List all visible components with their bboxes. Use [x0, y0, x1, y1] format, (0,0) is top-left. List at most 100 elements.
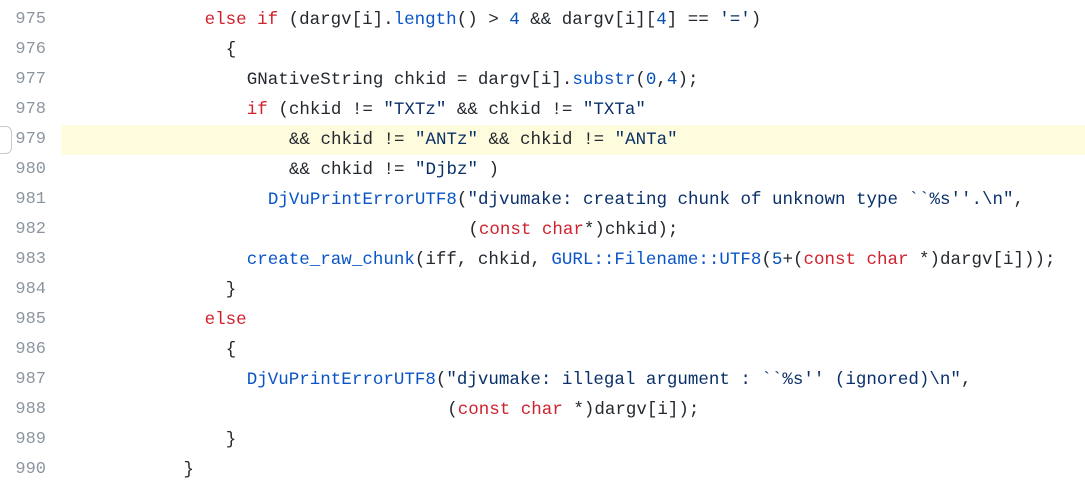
code-token: else — [204, 10, 247, 30]
code-token: substr — [572, 70, 636, 90]
code-token: const — [478, 220, 532, 240]
line-number: 984 — [15, 280, 46, 299]
code-text: } — [184, 455, 195, 485]
code-token: *)chkid); — [583, 220, 679, 240]
line-number: 987 — [15, 370, 46, 389]
code-token: create_raw_chunk — [246, 250, 415, 270]
code-token: 0 — [645, 70, 657, 90]
code-token: "TXTa" — [582, 100, 646, 120]
code-token: , — [1013, 190, 1025, 210]
code-token: (iff, chkid, — [414, 250, 552, 270]
code-text: } — [226, 425, 237, 455]
code-token: (chkid != — [267, 100, 384, 120]
code-token: , — [960, 370, 972, 390]
code-line[interactable]: 990} — [0, 455, 1085, 485]
code-line[interactable]: 989} — [0, 425, 1085, 455]
code-token: && chkid != — [289, 130, 416, 150]
code-token: 4 — [656, 10, 667, 30]
line-marker-handle[interactable] — [0, 126, 12, 154]
code-token: char — [541, 220, 584, 240]
code-token: "TXTz" — [383, 100, 447, 120]
code-token: +( — [782, 250, 804, 270]
code-text: { — [226, 335, 237, 365]
code-token: ( — [468, 220, 479, 240]
code-token: *)dargv[i]); — [562, 400, 700, 420]
code-line[interactable]: 988 (const char *)dargv[i]); — [0, 395, 1085, 425]
code-token: *)dargv[i])); — [908, 250, 1056, 270]
line-highlight — [61, 125, 1085, 155]
line-number: 976 — [15, 40, 46, 59]
code-token: } — [225, 280, 237, 300]
code-text: } — [226, 275, 237, 305]
code-line[interactable]: 981 DjVuPrintErrorUTF8("djvumake: creatin… — [0, 185, 1085, 215]
code-line[interactable]: 986 { — [0, 335, 1085, 365]
code-token: length — [393, 10, 457, 30]
code-token: const — [457, 400, 511, 420]
code-token: const — [803, 250, 856, 270]
code-token: } — [225, 430, 237, 450]
line-number: 982 — [15, 220, 46, 239]
code-token: "djvumake: creating chunk of unknown typ… — [467, 190, 1014, 210]
code-token: && chkid != — [478, 130, 615, 150]
line-number: 988 — [15, 400, 46, 419]
code-token: "Djbz" — [415, 160, 479, 180]
code-text: DjVuPrintErrorUTF8("djvumake: creating c… — [268, 185, 1024, 215]
code-text: && chkid != "ANTz" && chkid != "ANTa" — [289, 125, 678, 155]
code-token: "ANTz" — [415, 130, 479, 150]
code-token: } — [183, 460, 195, 480]
code-token: if — [257, 10, 279, 30]
code-token: "djvumake: illegal argument : ``%s'' (ig… — [446, 370, 961, 390]
code-token: char — [520, 400, 563, 420]
line-number: 989 — [15, 430, 46, 449]
line-number: 990 — [15, 460, 46, 479]
code-token: '=' — [719, 10, 751, 30]
code-token: "ANTa" — [614, 130, 678, 150]
code-line[interactable]: 976 { — [0, 35, 1085, 65]
line-number: 980 — [15, 160, 46, 179]
code-token — [247, 10, 258, 30]
code-token: ( — [761, 250, 772, 270]
code-text: && chkid != "Djbz" ) — [289, 155, 499, 185]
line-number: 986 — [15, 340, 46, 359]
code-line[interactable]: 978 if (chkid != "TXTz" && chkid != "TXTa… — [0, 95, 1085, 125]
code-token: && chkid != — [446, 100, 583, 120]
code-text: else if (dargv[i].length() > 4 && dargv[… — [205, 5, 762, 35]
code-line[interactable]: 980 && chkid != "Djbz" ) — [0, 155, 1085, 185]
code-token: , — [656, 70, 667, 90]
code-token — [856, 250, 867, 270]
code-token: { — [225, 340, 237, 360]
code-line[interactable]: 984} — [0, 275, 1085, 305]
code-token: else — [204, 310, 247, 330]
code-line[interactable]: 975 else if (dargv[i].length() > 4 && dar… — [0, 5, 1085, 35]
code-text: { — [226, 35, 237, 65]
code-text: if (chkid != "TXTz" && chkid != "TXTa" — [247, 95, 646, 125]
code-text: (const char *)dargv[i]); — [447, 395, 699, 425]
code-token: && chkid != — [289, 160, 416, 180]
code-token: 5 — [771, 250, 783, 270]
code-token: ( — [635, 70, 646, 90]
code-token: ) — [478, 160, 500, 180]
code-token: (dargv[i]. — [278, 10, 394, 30]
code-token: () > — [456, 10, 510, 30]
line-number: 978 — [15, 100, 46, 119]
code-token: && dargv[i][ — [519, 10, 657, 30]
line-number: 975 — [15, 10, 46, 29]
code-text: create_raw_chunk(iff, chkid, GURL::Filen… — [247, 245, 1056, 275]
line-number: 977 — [15, 70, 46, 89]
code-token: char — [866, 250, 909, 270]
code-token: ( — [456, 190, 468, 210]
line-number: 981 — [15, 190, 46, 209]
line-number: 979 — [15, 130, 46, 149]
code-text: GNativeString chkid = dargv[i].substr(0,… — [247, 65, 699, 95]
code-line[interactable]: 982 (const char*)chkid); — [0, 215, 1085, 245]
code-line[interactable]: 979 && chkid != "ANTz" && chkid != "ANTa" — [0, 125, 1085, 155]
code-line[interactable]: 987 DjVuPrintErrorUTF8("djvumake: illegal… — [0, 365, 1085, 395]
code-text: DjVuPrintErrorUTF8("djvumake: illegal ar… — [247, 365, 972, 395]
line-number: 983 — [15, 250, 46, 269]
code-line[interactable]: 977 GNativeString chkid = dargv[i].substr… — [0, 65, 1085, 95]
code-token — [531, 220, 542, 240]
code-text: else — [205, 305, 247, 335]
